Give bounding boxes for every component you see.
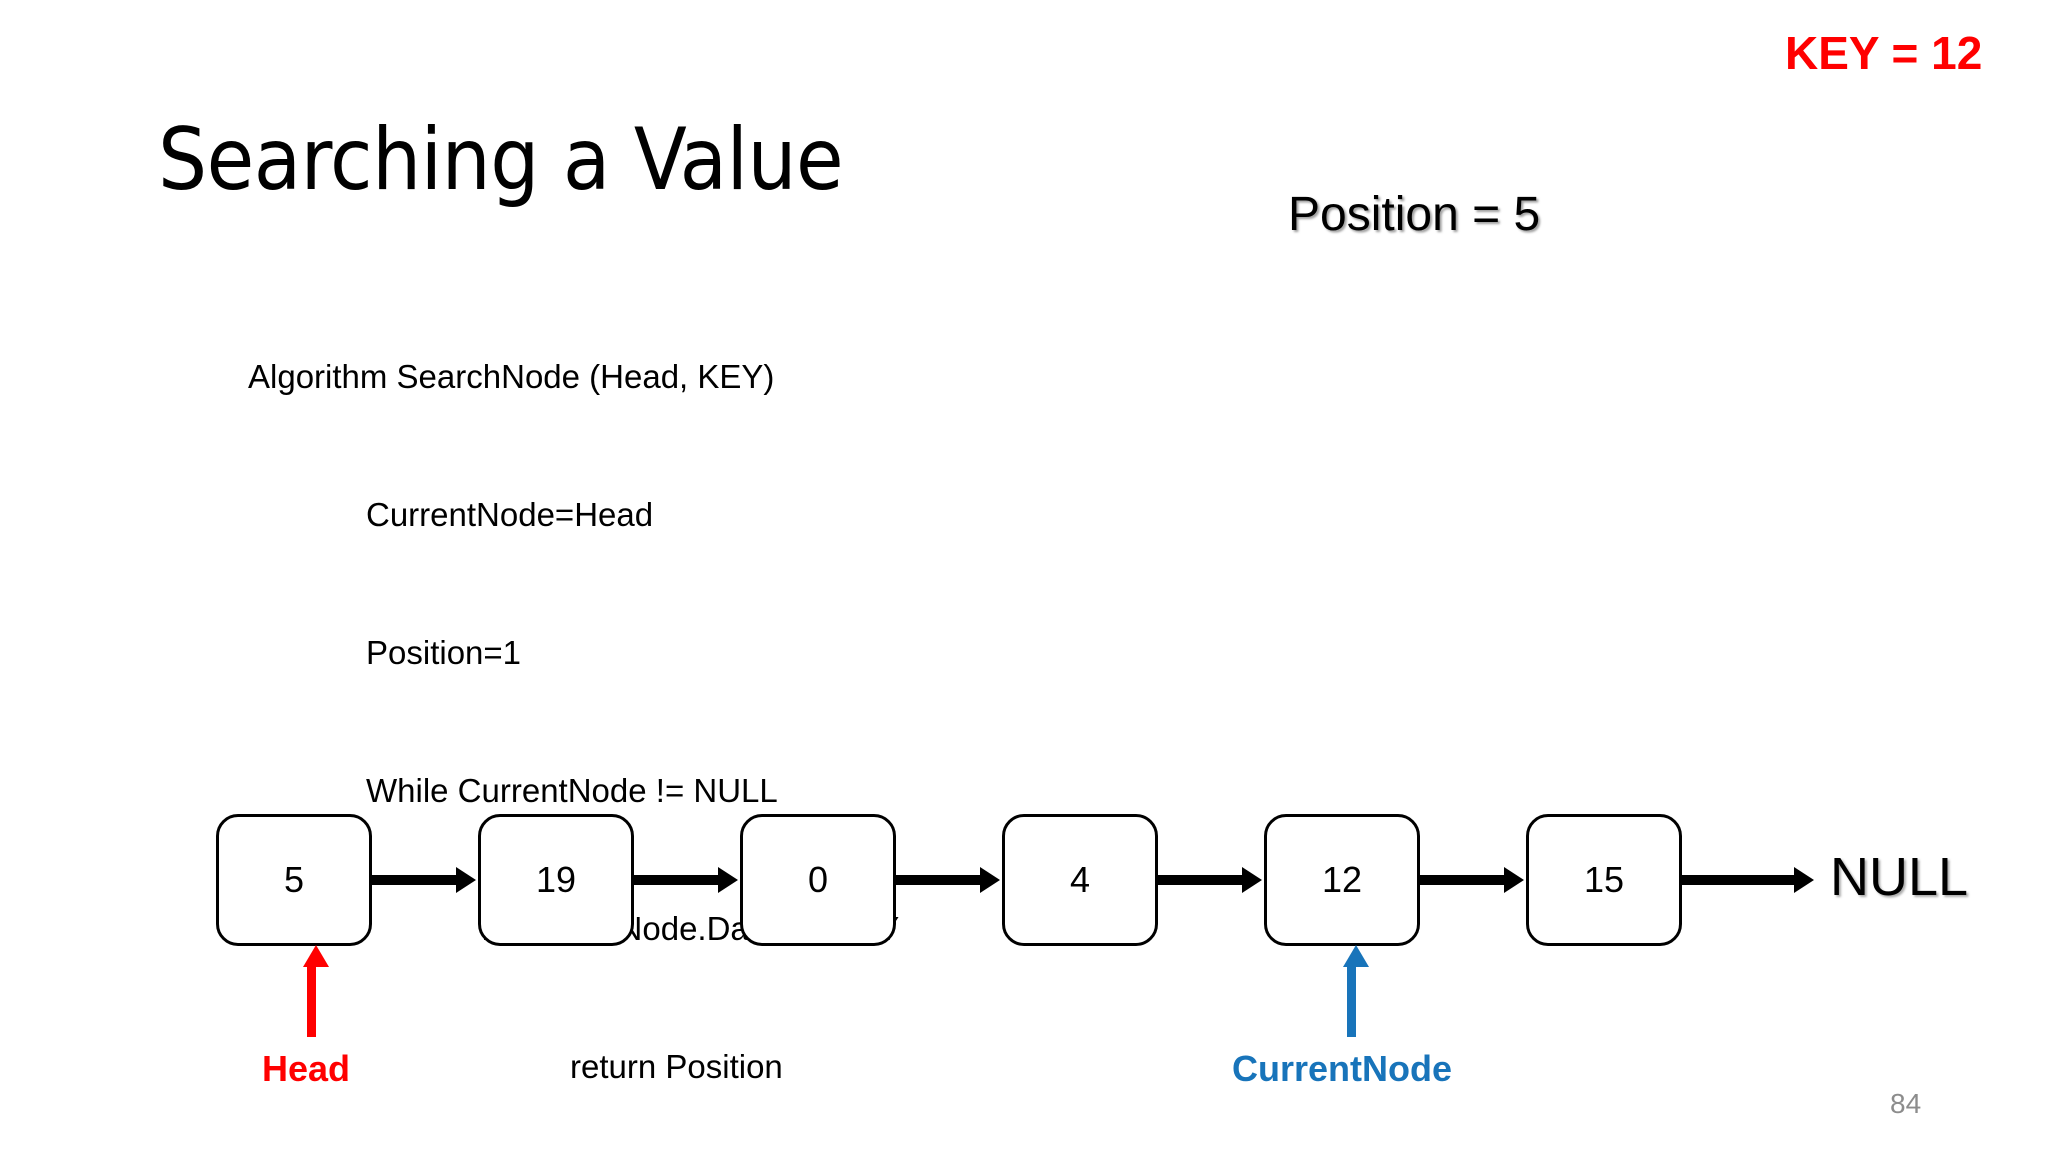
head-pointer-arrow-head-icon [303, 945, 329, 967]
code-line: While CurrentNode != NULL [248, 768, 983, 814]
code-line-text: Algorithm SearchNode (Head, KEY) [248, 358, 775, 395]
list-node: 4 [1002, 814, 1158, 946]
code-line-text: CurrentNode=Head [366, 496, 654, 533]
code-line: Algorithm SearchNode (Head, KEY) [248, 354, 983, 400]
link-arrow-shaft [1420, 875, 1504, 885]
head-pointer-label: Head [262, 1048, 351, 1089]
link-arrow-head-icon [456, 867, 476, 893]
code-line: CurrentNode=Head [248, 492, 983, 538]
link-arrow-head-icon [718, 867, 738, 893]
currentnode-pointer-label: CurrentNode [1232, 1048, 1453, 1089]
link-arrow-shaft [1682, 875, 1794, 885]
currentnode-pointer-arrow-head-icon [1343, 945, 1369, 967]
link-arrow-head-icon [1794, 867, 1814, 893]
head-pointer-arrow-shaft [307, 965, 316, 1037]
list-node: 5 [216, 814, 372, 946]
code-line-text: While CurrentNode != NULL [366, 772, 778, 809]
node-value: 12 [1321, 859, 1363, 900]
key-value-annotation: KEY = 12 [1785, 27, 1983, 79]
currentnode-pointer-arrow-shaft [1347, 965, 1356, 1037]
position-value-annotation: Position = 5 [1288, 188, 1541, 241]
page-number: 84 [1890, 1088, 1922, 1119]
algorithm-pseudocode-block: Algorithm SearchNode (Head, KEY) Current… [248, 262, 983, 1152]
list-node: 15 [1526, 814, 1682, 946]
list-node: 0 [740, 814, 896, 946]
node-value: 5 [283, 859, 305, 900]
list-node: 12 [1264, 814, 1420, 946]
node-value: 0 [807, 859, 829, 900]
null-terminator-label: NULL [1830, 847, 1969, 907]
node-value: 4 [1069, 859, 1091, 900]
link-arrow-head-icon [980, 867, 1000, 893]
link-arrow-shaft [1158, 875, 1242, 885]
link-arrow-shaft [634, 875, 718, 885]
link-arrow-head-icon [1242, 867, 1262, 893]
code-line: return Position [248, 1044, 983, 1090]
code-line-text: return Position [570, 1048, 783, 1085]
link-arrow-shaft [372, 875, 456, 885]
node-value: 19 [535, 859, 577, 900]
node-value: 15 [1583, 859, 1625, 900]
link-arrow-head-icon [1504, 867, 1524, 893]
code-line-text: Position=1 [366, 634, 522, 671]
code-line: Position=1 [248, 630, 983, 676]
page-title: Searching a Value [158, 110, 844, 210]
list-node: 19 [478, 814, 634, 946]
link-arrow-shaft [896, 875, 980, 885]
